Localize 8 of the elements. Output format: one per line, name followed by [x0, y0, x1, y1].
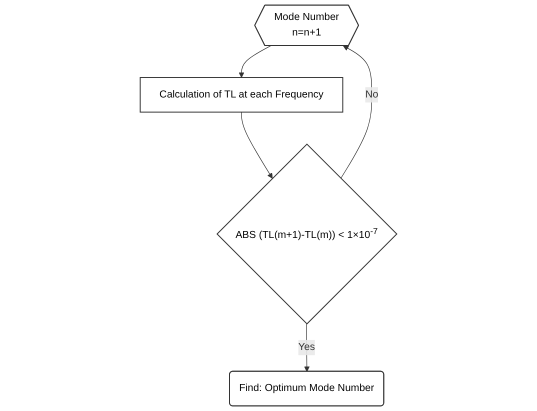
arrow — [241, 112, 273, 179]
edge-label: No — [365, 89, 378, 100]
arrow — [340, 46, 372, 179]
node-diamond: ABS (TL(m+1)-TL(m)) < 1×10$^{-7}$ — [216, 143, 398, 325]
arrow — [304, 324, 310, 372]
edge-label: Yes — [298, 342, 315, 353]
node-box: Calculation of TL at each Frequency — [140, 77, 344, 113]
arrow — [238, 46, 271, 78]
